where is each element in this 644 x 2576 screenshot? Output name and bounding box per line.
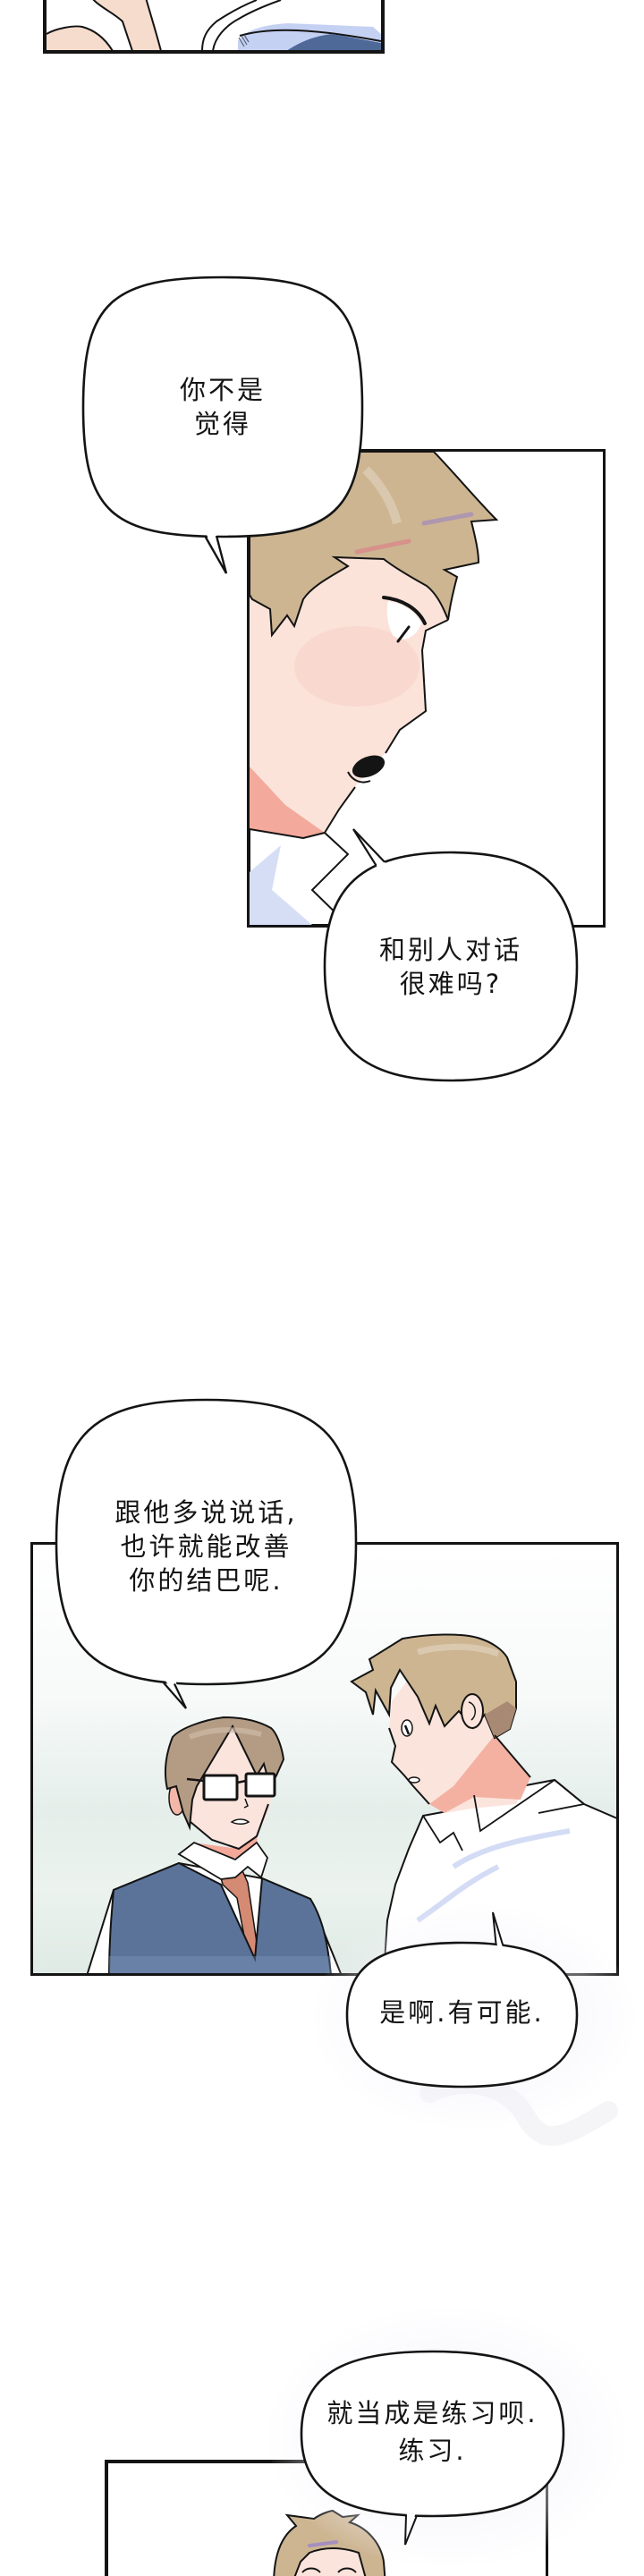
speech-bubble-1: 你不是 觉得 bbox=[81, 275, 364, 574]
speech-bubble-4: 是啊.有可能. bbox=[345, 1911, 579, 2089]
bubble-line: 和别人对话 bbox=[378, 934, 522, 965]
bubble-line: 也许就能改善 bbox=[120, 1531, 292, 1562]
glasses-character bbox=[86, 1716, 342, 1973]
bubble-line: 是啊.有可能. bbox=[379, 1996, 545, 2028]
speech-bubble-5: 就当成是练习呗. 练习. bbox=[300, 2350, 565, 2546]
bubble-outline bbox=[81, 275, 364, 574]
speech-bubble-2: 和别人对话 很难吗? bbox=[323, 828, 579, 1082]
bubble-outline bbox=[323, 828, 579, 1082]
bubble-outline bbox=[55, 1398, 358, 1709]
bubble-4-text: 是啊.有可能. bbox=[347, 1943, 577, 2087]
bubble-line: 很难吗? bbox=[399, 968, 503, 999]
bubble-1-text: 你不是 觉得 bbox=[83, 277, 362, 537]
bubble-line: 觉得 bbox=[193, 409, 251, 439]
bubble-outline bbox=[300, 2350, 565, 2546]
bubble-line: 就当成是练习呗. bbox=[326, 2398, 538, 2428]
bubble-3-text: 跟他多说说话, 也许就能改善 你的结巴呢. bbox=[56, 1400, 356, 1684]
bubble-line: 你不是 bbox=[179, 375, 266, 405]
shirt-and-vest-illustration bbox=[201, 0, 381, 50]
panel-2 bbox=[247, 449, 606, 928]
bubble-5-text: 就当成是练习呗. 练习. bbox=[301, 2351, 564, 2516]
bubble-line: 练习. bbox=[398, 2436, 467, 2466]
bubble-outline bbox=[345, 1911, 579, 2089]
bubble-line: 你的结巴呢. bbox=[129, 1565, 284, 1596]
hand-illustration bbox=[47, 0, 162, 50]
speech-bubble-3: 跟他多说说话, 也许就能改善 你的结巴呢. bbox=[55, 1398, 358, 1709]
panel-1 bbox=[43, 0, 385, 54]
bubble-2-text: 和别人对话 很难吗? bbox=[325, 852, 577, 1080]
panel-1-art bbox=[47, 0, 381, 50]
glasses-icon bbox=[202, 1774, 239, 1801]
bubble-line: 跟他多说说话, bbox=[114, 1497, 298, 1528]
